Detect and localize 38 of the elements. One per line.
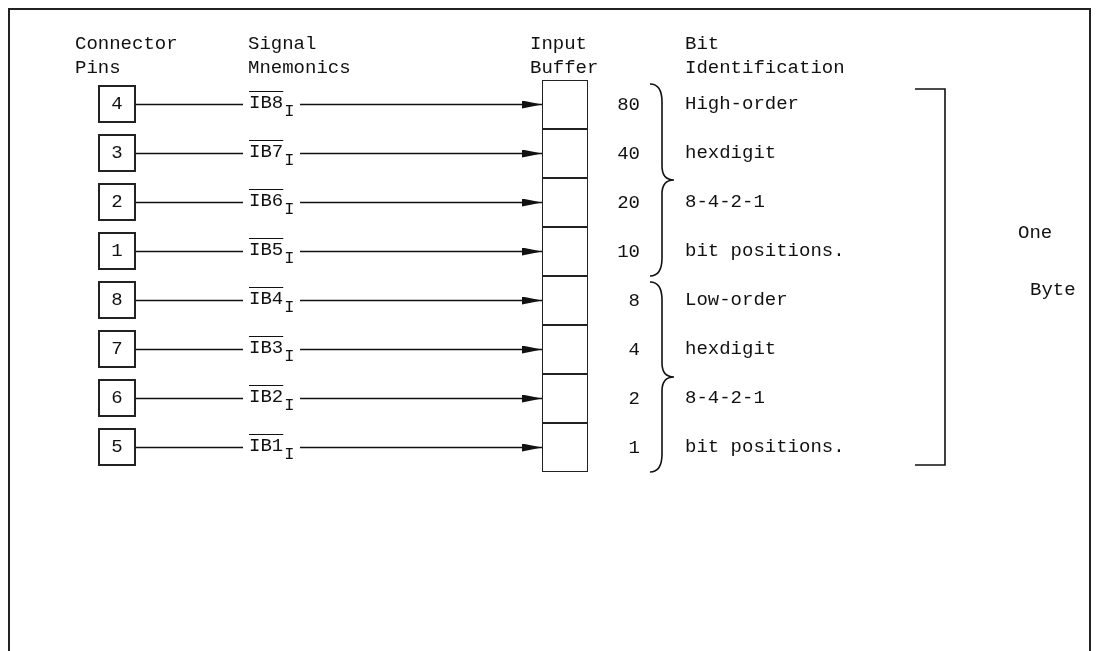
bracket-label: One <box>1018 221 1053 245</box>
bit-value: 8 <box>627 288 640 313</box>
bit-value: 40 <box>616 141 640 166</box>
connector-pin: 6 <box>98 379 136 417</box>
column-heading: Input Buffer <box>530 32 600 80</box>
bit-description: Low-order <box>685 288 788 312</box>
connector-pin: 2 <box>98 183 136 221</box>
buffer-cell <box>542 423 588 472</box>
connector-pin: 8 <box>98 281 136 319</box>
buffer-cell <box>542 227 588 276</box>
bit-value: 4 <box>627 337 640 362</box>
bit-description: hexdigit <box>685 141 777 165</box>
connector-pin: 3 <box>98 134 136 172</box>
bit-value: 20 <box>616 190 640 215</box>
buffer-cell <box>542 374 588 423</box>
bit-description: 8-4-2-1 <box>685 190 765 214</box>
buffer-cell <box>542 129 588 178</box>
connector-pin: 5 <box>98 428 136 466</box>
bit-value: 2 <box>627 386 640 411</box>
bit-description: hexdigit <box>685 337 777 361</box>
column-heading: Signal Mnemonics <box>248 32 352 80</box>
buffer-cell <box>542 80 588 129</box>
bit-value: 80 <box>616 92 640 117</box>
bit-description: bit positions. <box>685 239 845 263</box>
bracket-label: Byte <box>1030 278 1076 302</box>
bit-description: High-order <box>685 92 800 116</box>
buffer-cell <box>542 325 588 374</box>
bit-description: bit positions. <box>685 435 845 459</box>
column-heading: Bit Identification <box>685 32 845 80</box>
bit-description: 8-4-2-1 <box>685 386 765 410</box>
buffer-cell <box>542 178 588 227</box>
bit-value: 1 <box>627 435 640 460</box>
buffer-cell <box>542 276 588 325</box>
connector-pin: 4 <box>98 85 136 123</box>
connector-pin: 1 <box>98 232 136 270</box>
bit-value: 10 <box>616 239 640 264</box>
column-heading: Connector Pins <box>75 32 179 80</box>
connector-pin: 7 <box>98 330 136 368</box>
